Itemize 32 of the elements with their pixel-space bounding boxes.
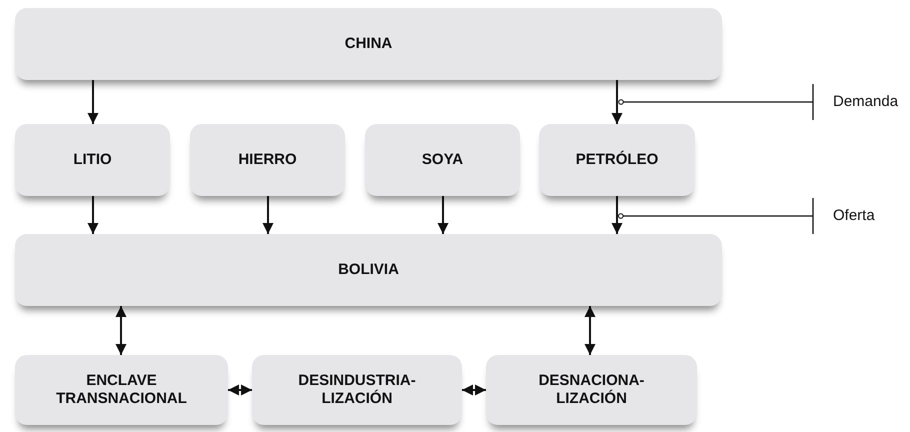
box-label: BOLIVIA [338, 261, 399, 279]
process-box [486, 355, 697, 425]
arrow [462, 384, 486, 396]
arrow [438, 196, 448, 234]
box-label: LITIO [73, 151, 112, 169]
annotation-label: Demanda [833, 93, 898, 111]
box-label: SOYA [422, 151, 464, 169]
arrow [228, 384, 252, 396]
leader-line [618, 83, 814, 121]
box-label: HIERRO [238, 151, 297, 169]
arrow [612, 196, 622, 234]
arrow [88, 80, 98, 124]
box-label: DESNACIONA- LIZACIÓN [538, 372, 644, 408]
arrow [584, 306, 596, 355]
arrow [116, 306, 126, 355]
leader-line [618, 197, 814, 235]
arrow [88, 196, 98, 234]
box-label: ENCLAVE TRANSNACIONAL [56, 372, 187, 408]
process-box [15, 234, 722, 306]
process-box [15, 8, 722, 80]
annotation-label: Oferta [833, 207, 875, 225]
process-box [365, 124, 520, 196]
arrow [262, 196, 274, 234]
process-box [252, 355, 462, 425]
arrow [612, 80, 622, 124]
box-label: DESINDUSTRIA- LIZACIÓN [298, 372, 416, 408]
box-label: CHINA [344, 35, 392, 53]
process-box [190, 124, 345, 196]
process-box [15, 355, 228, 425]
process-box [539, 124, 695, 196]
process-box [15, 124, 170, 196]
box-label: PETRÓLEO [576, 151, 658, 169]
